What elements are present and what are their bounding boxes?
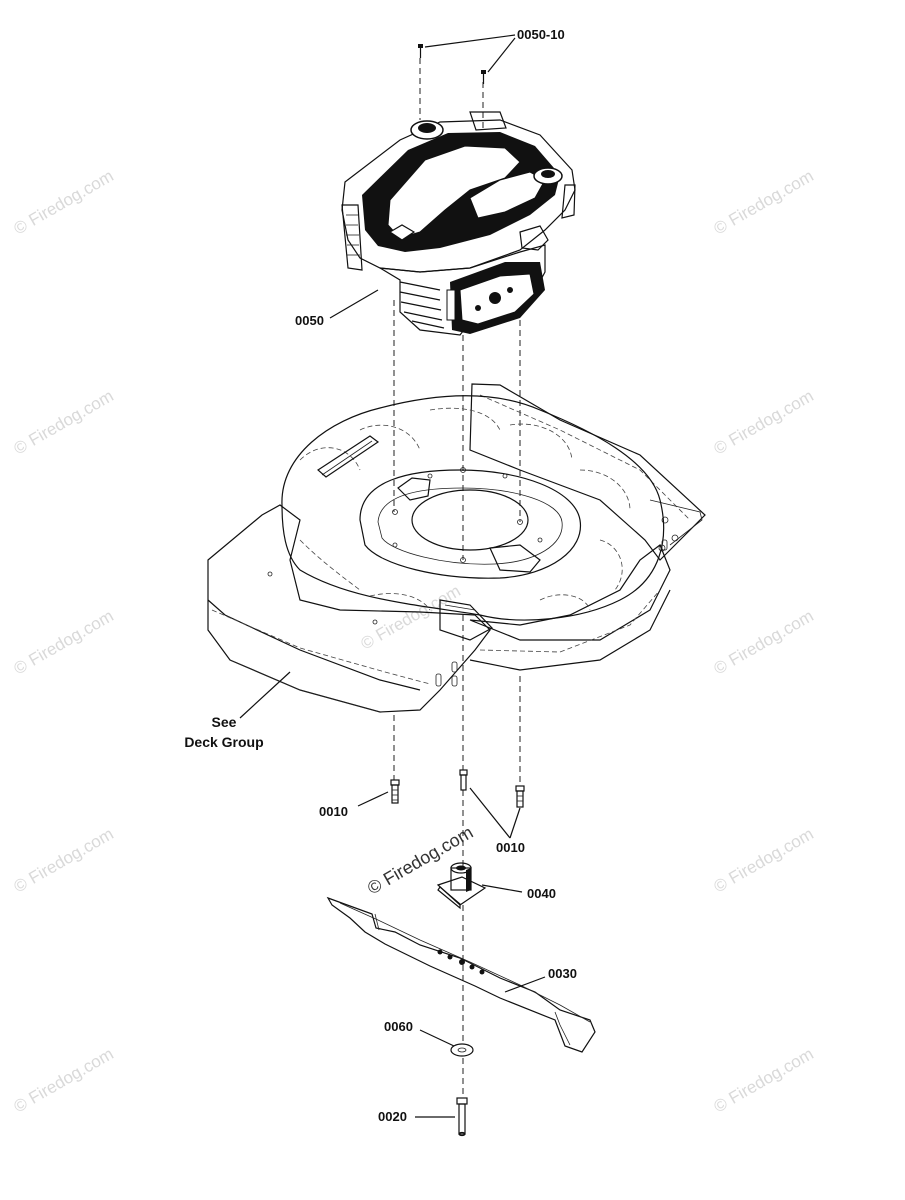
label-0040: 0040 <box>527 886 556 901</box>
watermark-6: © Firedog.com <box>711 606 817 678</box>
watermark-5: © Firedog.com <box>11 606 117 678</box>
bolt-0010-center <box>459 769 468 791</box>
watermark-2: © Firedog.com <box>711 166 817 238</box>
watermark-10: © Firedog.com <box>711 1044 817 1116</box>
blade-0030 <box>326 896 596 1053</box>
screw-0050-10-left <box>418 44 423 58</box>
watermark-1: © Firedog.com <box>11 166 117 238</box>
watermarks: © Firedog.com © Firedog.com © Firedog.co… <box>11 151 817 1116</box>
label-0030: 0030 <box>548 966 577 981</box>
label-0010-left: 0010 <box>319 804 348 819</box>
label-0050: 0050 <box>295 313 324 328</box>
label-0010-right: 0010 <box>496 840 525 855</box>
watermark-9: © Firedog.com <box>11 1044 117 1116</box>
label-deck-group: Deck Group <box>184 734 263 750</box>
leader-lines <box>239 34 546 1118</box>
watermark-11: © Firedog.com <box>358 581 464 653</box>
mower-deck <box>207 383 706 713</box>
bolt-0010-right <box>515 785 525 808</box>
label-0060: 0060 <box>384 1019 413 1034</box>
bolt-0020 <box>456 1097 468 1137</box>
washer-0060 <box>450 1043 474 1057</box>
assembly-lines <box>393 58 521 1098</box>
watermark-3: © Firedog.com <box>11 386 117 458</box>
watermark-center: © Firedog.com <box>364 822 476 898</box>
watermark-7: © Firedog.com <box>11 824 117 896</box>
bolt-0010-left <box>390 779 400 804</box>
label-0050-10: 0050-10 <box>517 27 565 42</box>
blade-adapter-0040 <box>436 862 487 910</box>
watermark-8: © Firedog.com <box>711 824 817 896</box>
engine-assembly <box>341 111 576 336</box>
label-0020: 0020 <box>378 1109 407 1124</box>
screw-0050-10-right <box>481 70 486 84</box>
watermark-4: © Firedog.com <box>711 386 817 458</box>
label-see: See <box>212 714 237 730</box>
